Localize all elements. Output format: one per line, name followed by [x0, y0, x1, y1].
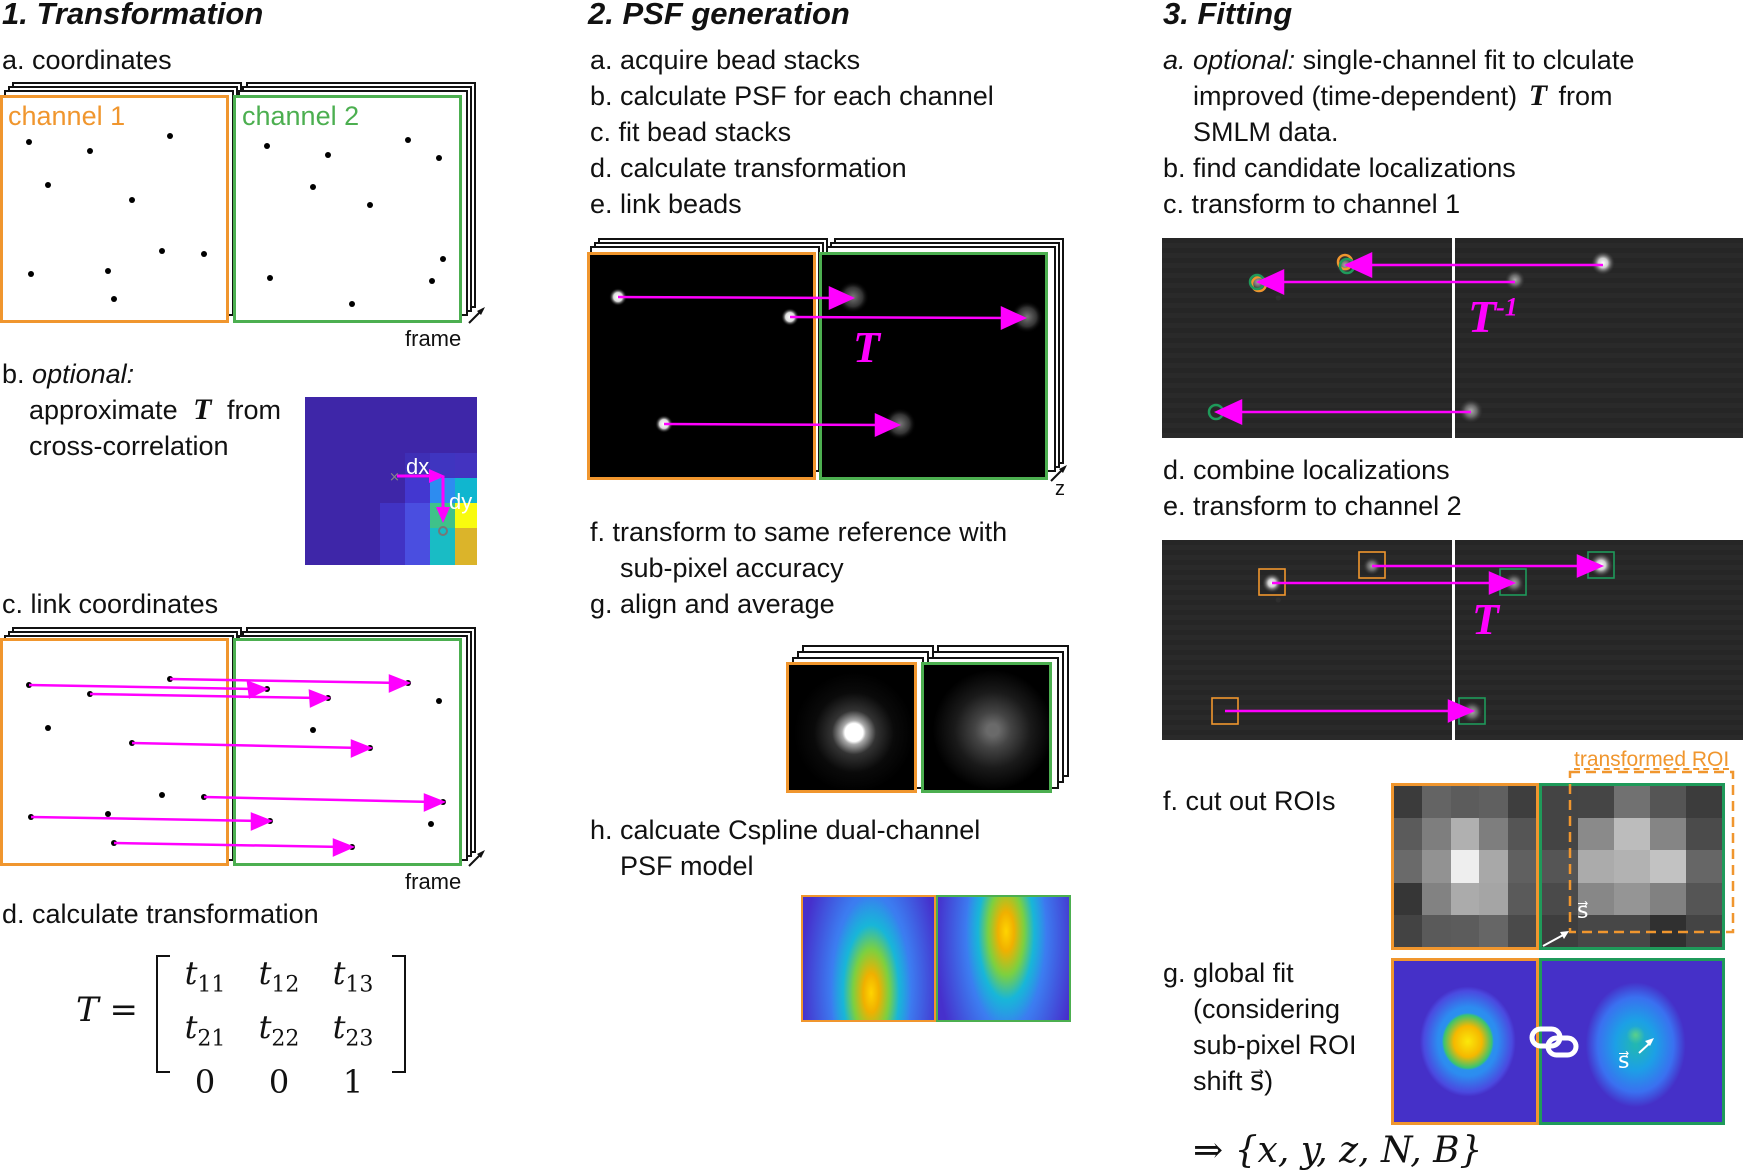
bead-channel-1-image — [587, 252, 816, 480]
cspline-psf-channel-1 — [801, 895, 936, 1022]
fit-step-d: d. combine localizations — [1163, 455, 1450, 485]
fit-step-c: c. transform to channel 1 — [1163, 189, 1461, 219]
transform-T-label-fit: T — [1472, 595, 1499, 644]
fit-step-a-prefix: a. — [1163, 45, 1186, 75]
psf-steps-list: a. acquire bead stacks b. calculate PSF … — [590, 42, 994, 222]
psf-step-b: b. calculate PSF for each channel — [590, 81, 994, 111]
text-approximate: approximate — [29, 395, 178, 425]
psf-step-d: d. calculate transformation — [590, 153, 907, 183]
psf-step-h-line1: h. calcuate Cspline dual-channel — [590, 815, 981, 845]
fit-step-g: g. global fit (considering sub-pixel ROI… — [1163, 955, 1357, 1099]
psf-step-f-line2: sub-pixel accuracy — [620, 553, 844, 583]
cross-correlation-heatmap: × dx dy — [305, 397, 477, 565]
global-fit-line-2: (considering — [1193, 994, 1341, 1024]
psf-step-a: a. acquire bead stacks — [590, 45, 861, 75]
matrix-cell: 0 — [194, 1062, 216, 1101]
text-from: from — [226, 395, 281, 425]
section-3-title: 3. Fitting — [1163, 0, 1293, 31]
shift-arrows-icon: × — [389, 469, 450, 536]
text-improved: improved (time-dependent) — [1193, 81, 1518, 111]
dx-label: dx — [406, 454, 430, 479]
fit-step-a-text: single-channel fit to clculate — [1302, 45, 1635, 75]
global-fit-line-4: shift s⃗) — [1193, 1066, 1274, 1096]
text-from-fit: from — [1558, 81, 1613, 111]
psf-step-c: c. fit bead stacks — [590, 117, 792, 147]
channel-1-transform-image — [1162, 238, 1743, 438]
psf-step-e: e. link beads — [590, 189, 742, 219]
dy-label: dy — [449, 489, 473, 514]
z-axis-label: z — [1055, 478, 1065, 500]
matrix-cell: 1 — [342, 1062, 364, 1101]
roi-channel-1 — [1391, 783, 1539, 950]
step-1a-label: a. coordinates — [2, 45, 172, 75]
section-2-title: 2. PSF generation — [588, 0, 850, 31]
fit-step-e: e. transform to channel 2 — [1163, 491, 1462, 521]
matrix-cell: t23 — [332, 1008, 374, 1052]
matrix-cell: t11 — [184, 954, 226, 998]
global-fit-channel-2 — [1539, 958, 1725, 1125]
matrix-cell: t13 — [332, 954, 374, 998]
matrix-cell: 0 — [268, 1062, 290, 1101]
inverse-T-superscript: -1 — [1496, 292, 1518, 322]
channel-2-frame: channel 2 — [233, 95, 462, 323]
channel-1-frame-link — [0, 638, 229, 866]
inverse-transform-label: T-1 — [1468, 290, 1518, 343]
frame-axis-label-2: frame — [405, 869, 462, 894]
global-fit-channel-1 — [1391, 958, 1539, 1125]
matrix-cell: t21 — [184, 1008, 226, 1052]
averaged-psf-channel-2 — [921, 662, 1052, 793]
matrix-body: t11 t12 t13 t21 t22 t23 0 0 1 — [168, 952, 390, 1103]
frame-axis-label-1: frame — [405, 326, 462, 351]
psf-step-h-line2: PSF model — [620, 851, 754, 881]
averaged-psf-channel-1 — [786, 662, 917, 793]
step-1b-line3: cross-correlation — [29, 431, 229, 461]
inverse-T-base: T — [1468, 291, 1497, 342]
channel-divider-2 — [1452, 540, 1455, 740]
psf-step-f-line1: f. transform to same reference with — [590, 517, 1008, 547]
step-1c-label: c. link coordinates — [2, 589, 219, 619]
channel-2-transform-image — [1162, 540, 1743, 740]
fit-step-a-line2: improved (time-dependent) T from — [1193, 78, 1613, 114]
channel-2-label: channel 2 — [242, 101, 360, 131]
fit-step-b: b. find candidate localizations — [1163, 153, 1516, 183]
step-1b-prefix: b. — [2, 359, 25, 389]
section-1-title: 1. Transformation — [2, 0, 264, 31]
transformed-roi-label: transformed ROI — [1574, 748, 1730, 771]
global-fit-line-1: g. global fit — [1163, 958, 1294, 988]
matrix-cell: t12 — [258, 954, 300, 998]
step-1b-label: b. optional: — [2, 356, 134, 392]
origin-cross-icon: × — [389, 470, 400, 485]
channel-1-frame: channel 1 — [0, 95, 229, 323]
transform-T-label-psf: T — [853, 323, 880, 372]
channel-divider — [1452, 238, 1455, 438]
channel-1-label: channel 1 — [8, 101, 126, 131]
fit-step-a-line3: SMLM data. — [1193, 117, 1339, 147]
transform-symbol-T: T — [193, 393, 212, 426]
psf-step-g: g. align and average — [590, 589, 835, 619]
matrix-lhs: T = — [76, 990, 138, 1030]
transformation-matrix: T = t11 t12 t13 t21 t22 t23 0 0 1 — [76, 950, 416, 1101]
shift-vector-label-fit: s⃗ — [1618, 1048, 1630, 1073]
cspline-psf-channel-2 — [936, 895, 1071, 1022]
fit-step-f: f. cut out ROIs — [1163, 786, 1336, 816]
optional-tag-fit: optional: — [1193, 45, 1296, 75]
roi-channel-2 — [1539, 783, 1725, 950]
shift-vector-label-roi: s⃗ — [1577, 898, 1589, 923]
global-fit-line-3: sub-pixel ROI — [1193, 1030, 1357, 1060]
matrix-cell: t22 — [258, 1008, 300, 1052]
fit-result-parameters: ⇒ {x, y, z, N, B} — [1193, 1130, 1483, 1171]
channel-2-frame-link — [233, 638, 462, 866]
fit-step-a-line1: a. optional: single-channel fit to clcul… — [1163, 42, 1634, 78]
optional-tag: optional: — [32, 359, 135, 389]
transform-symbol-T-fit: T — [1528, 79, 1548, 112]
step-1b-line2: approximate T from — [29, 392, 281, 428]
step-1d-label: d. calculate transformation — [2, 899, 319, 929]
